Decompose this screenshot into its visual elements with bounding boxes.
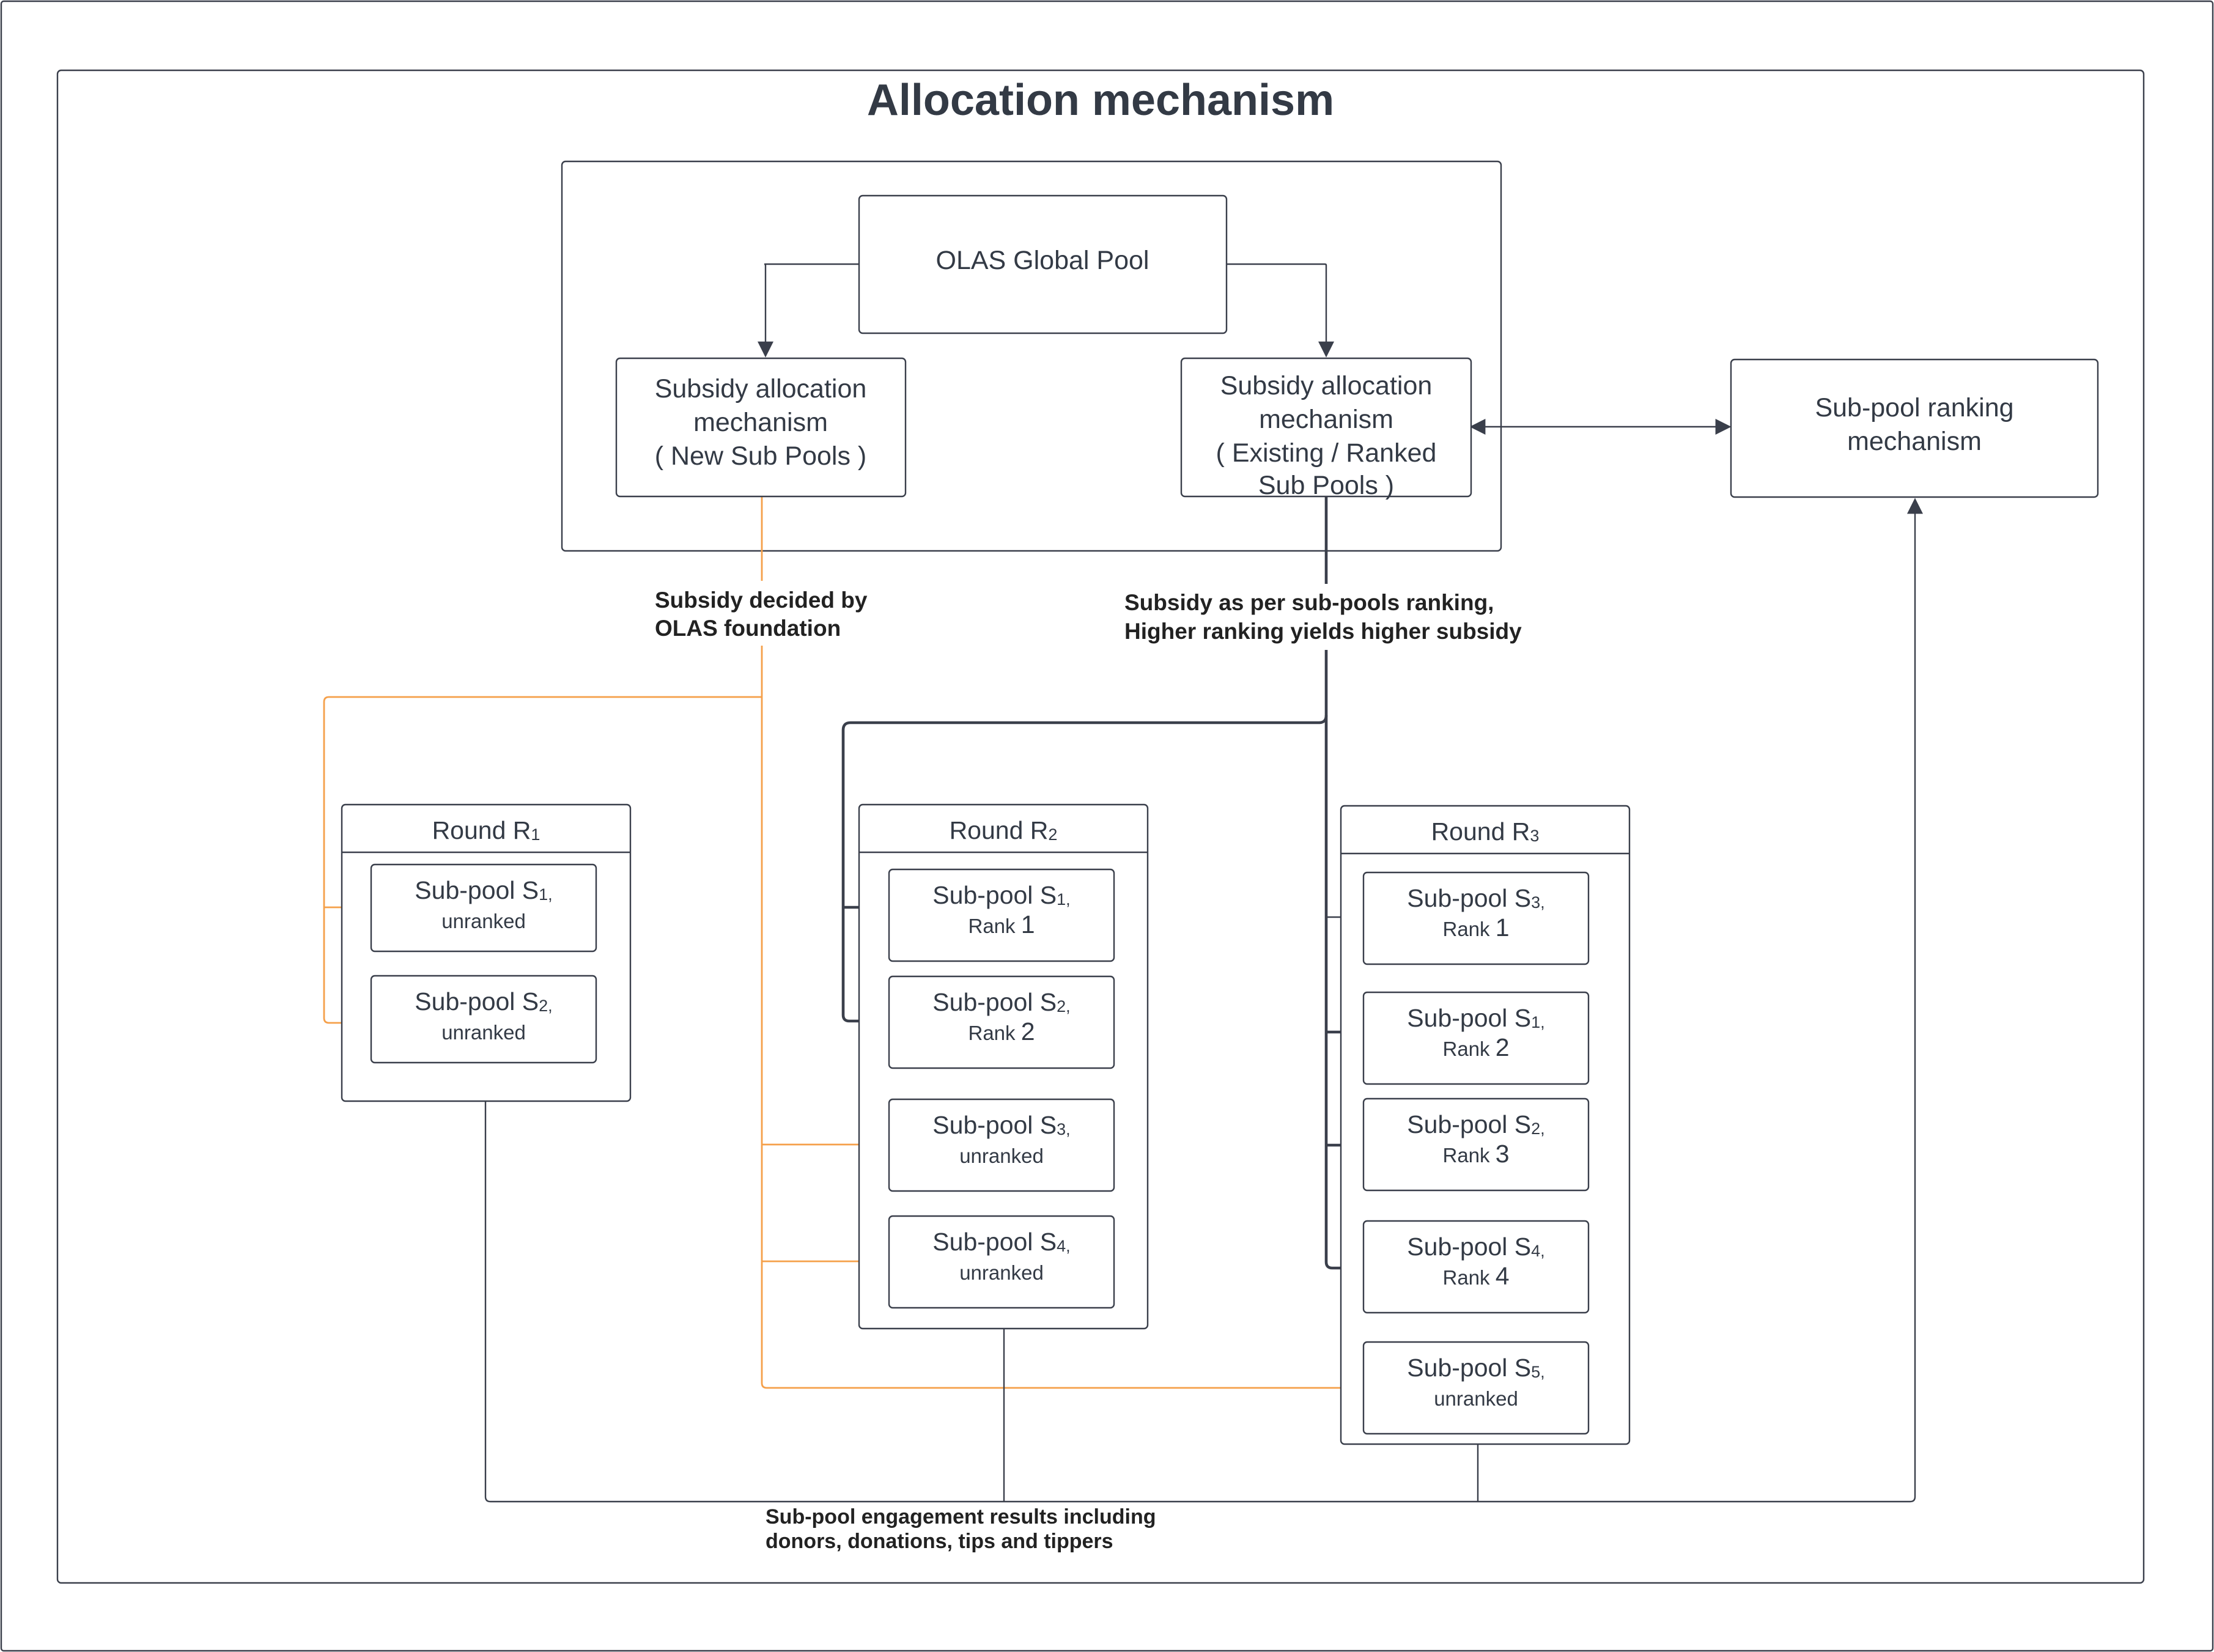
sub-pool-card: Sub-pool S2, unranked — [370, 975, 597, 1064]
svg-text:Subsidy allocation: Subsidy allocation — [1220, 371, 1433, 400]
svg-text:Subsidy as per sub-pools ranki: Subsidy as per sub-pools ranking, — [1124, 590, 1494, 615]
sub-pool-rank: Rank 4 — [1442, 1262, 1509, 1290]
sub-pool-rank: unranked — [441, 1021, 526, 1044]
svg-text:OLAS foundation: OLAS foundation — [655, 616, 841, 641]
sub-pool-card: Sub-pool S1, unranked — [370, 863, 597, 953]
svg-text:mechanism: mechanism — [1847, 427, 1982, 456]
svg-text:Sub-pool ranking: Sub-pool ranking — [1815, 393, 2013, 422]
sub-pool-rank: Rank 3 — [1442, 1140, 1509, 1168]
svg-text:Sub Pools ): Sub Pools ) — [1258, 471, 1394, 500]
sub-pool-card: Sub-pool S3,Rank 1 — [1362, 871, 1590, 965]
sub-pool-name: Sub-pool S1, — [415, 876, 552, 904]
subsidy-group-container — [561, 160, 1502, 552]
sub-pool-name: Sub-pool S1, — [1407, 1004, 1544, 1032]
svg-text:Sub-pool engagement results in: Sub-pool engagement results including — [766, 1505, 1156, 1528]
sub-pool-name: Sub-pool S3, — [932, 1111, 1070, 1139]
sub-pool-rank: Rank 2 — [968, 1017, 1035, 1045]
sub-pool-card: Sub-pool S5, unranked — [1362, 1341, 1590, 1435]
svg-text:( Existing / Ranked: ( Existing / Ranked — [1216, 438, 1437, 468]
svg-text:donors, donations, tips and ti: donors, donations, tips and tippers — [766, 1530, 1113, 1553]
sub-pool-rank: unranked — [1434, 1387, 1518, 1410]
sub-pool-rank: unranked — [441, 910, 526, 932]
edge-global-to-new — [758, 263, 859, 358]
round-3-header: Round R3 — [1431, 817, 1540, 846]
subsidy-mechanism-existing: Subsidy allocation mechanism ( Existing … — [1180, 357, 1472, 500]
svg-text:mechanism: mechanism — [1259, 405, 1393, 434]
sub-pool-card: Sub-pool S1,Rank 2 — [1362, 991, 1590, 1085]
sub-pool-rank: unranked — [959, 1145, 1044, 1167]
sub-pool-name: Sub-pool S4, — [932, 1228, 1070, 1256]
svg-text:Subsidy allocation: Subsidy allocation — [655, 374, 867, 404]
svg-text:Subsidy decided by: Subsidy decided by — [655, 588, 868, 613]
svg-text:Higher ranking yields higher s: Higher ranking yields higher subsidy — [1124, 619, 1522, 644]
sub-pool-card: Sub-pool S4, unranked — [888, 1215, 1115, 1309]
engagement-feedback-flow — [484, 498, 1923, 1503]
svg-text:mechanism: mechanism — [693, 408, 828, 437]
subsidy-mechanism-new: Subsidy allocation mechanism ( New Sub P… — [615, 357, 907, 498]
sub-pool-card: Sub-pool S4,Rank 4 — [1362, 1220, 1590, 1314]
sub-pool-rank: Rank 1 — [1442, 913, 1509, 942]
sub-pool-card: Sub-pool S2,Rank 3 — [1362, 1097, 1590, 1192]
svg-text:( New Sub Pools ): ( New Sub Pools ) — [655, 441, 867, 471]
sub-pool-name: Sub-pool S5, — [1407, 1354, 1544, 1382]
sub-pool-name: Sub-pool S3, — [1407, 884, 1544, 912]
sub-pool-rank: unranked — [959, 1261, 1044, 1284]
round-2-header: Round R2 — [950, 816, 1058, 844]
sub-pool-name: Sub-pool S2, — [415, 987, 552, 1016]
edge-global-to-existing — [1227, 263, 1334, 358]
sub-pool-card: Sub-pool S3, unranked — [888, 1098, 1115, 1192]
sub-pool-name: Sub-pool S1, — [932, 881, 1070, 909]
sub-pool-name: Sub-pool S2, — [932, 988, 1070, 1016]
label-ranking-subsidy: Subsidy as per sub-pools ranking, Higher… — [1121, 584, 1531, 650]
sub-pool-ranking-mechanism: Sub-pool ranking mechanism — [1730, 358, 2099, 498]
sub-pool-card: Sub-pool S1,Rank 1 — [888, 868, 1115, 962]
sub-pool-rank: Rank 1 — [968, 910, 1035, 938]
olas-global-pool: OLAS Global Pool — [858, 194, 1228, 334]
diagram-frame — [56, 69, 2145, 1584]
sub-pool-rank: Rank 2 — [1442, 1033, 1509, 1061]
diagram-title: Allocation mechanism — [867, 76, 1334, 125]
label-foundation: Subsidy decided by OLAS foundation — [653, 581, 885, 646]
label-engagement: Sub-pool engagement results including do… — [763, 1503, 1156, 1558]
round-1-header: Round R1 — [432, 816, 541, 844]
svg-text:OLAS Global Pool: OLAS Global Pool — [936, 246, 1149, 275]
sub-pool-card: Sub-pool S2,Rank 2 — [888, 975, 1115, 1069]
sub-pool-name: Sub-pool S2, — [1407, 1110, 1544, 1138]
sub-pool-name: Sub-pool S4, — [1407, 1233, 1544, 1261]
